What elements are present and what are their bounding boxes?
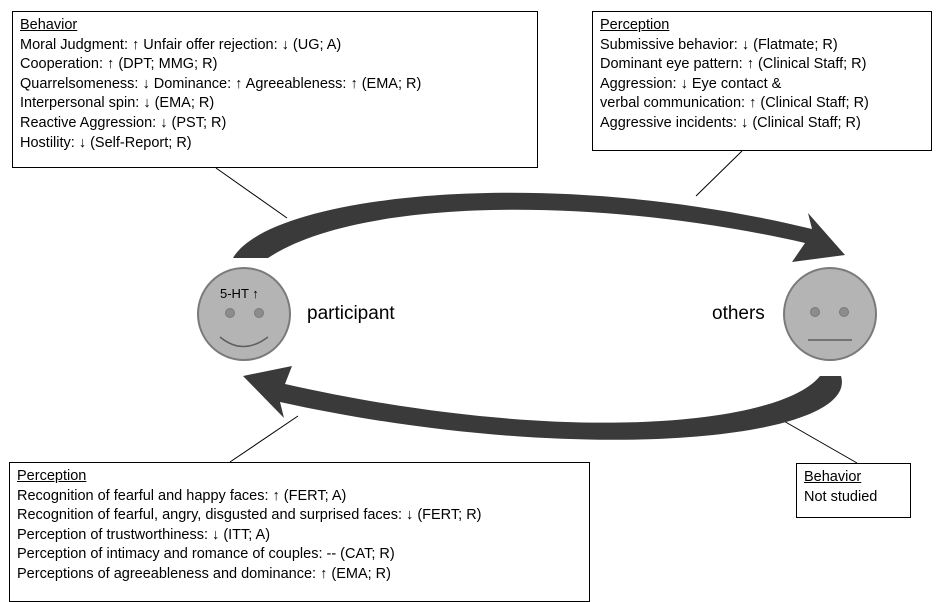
perception-others-line: Aggression: ↓ Eye contact & xyxy=(600,75,782,92)
others-label: others xyxy=(712,303,765,324)
arrow-participant-to-others xyxy=(233,192,845,262)
behavior-participant-title: Behavior xyxy=(20,17,78,33)
behavior-others-title: Behavior xyxy=(804,469,862,485)
behavior-participant-line: Quarrelsomeness: ↓ Dominance: ↑ Agreeabl… xyxy=(20,75,422,92)
participant-right-eye xyxy=(254,308,264,318)
behavior-others-box: Behavior Not studied xyxy=(796,463,911,518)
perception-others-line: Aggressive incidents: ↓ (Clinical Staff;… xyxy=(600,114,861,131)
connector-perception-others xyxy=(695,150,743,197)
others-right-eye xyxy=(839,307,849,317)
perception-others-title: Perception xyxy=(600,17,670,33)
perception-participant-line: Perceptions of agreeableness and dominan… xyxy=(17,565,391,582)
behavior-others-line: Not studied xyxy=(804,488,878,505)
arrow-others-to-participant xyxy=(243,366,842,440)
others-left-eye xyxy=(810,307,820,317)
serotonin-label: 5-HT ↑ xyxy=(220,286,259,301)
others-face xyxy=(783,267,877,361)
behavior-participant-line: Reactive Aggression: ↓ (PST; R) xyxy=(20,114,227,131)
perception-participant-line: Perception of trustworthiness: ↓ (ITT; A… xyxy=(17,526,271,543)
perception-participant-line: Recognition of fearful and happy faces: … xyxy=(17,487,347,504)
perception-others-line: verbal communication: ↑ (Clinical Staff;… xyxy=(600,95,869,112)
participant-label: participant xyxy=(307,303,395,324)
perception-participant-box: Perception Recognition of fearful and ha… xyxy=(9,462,590,602)
perception-others-line: Submissive behavior: ↓ (Flatmate; R) xyxy=(600,36,838,53)
participant-smile xyxy=(219,336,269,348)
behavior-participant-line: Hostility: ↓ (Self-Report; R) xyxy=(20,134,192,151)
perception-others-box: Perception Submissive behavior: ↓ (Flatm… xyxy=(592,11,932,151)
connector-behavior-participant xyxy=(215,167,288,219)
connector-behavior-others xyxy=(781,419,858,464)
perception-participant-line: Perception of intimacy and romance of co… xyxy=(17,546,395,563)
behavior-participant-line: Moral Judgment: ↑ Unfair offer rejection… xyxy=(20,36,342,53)
perception-others-line: Dominant eye pattern: ↑ (Clinical Staff;… xyxy=(600,56,867,73)
perception-participant-line: Recognition of fearful, angry, disgusted… xyxy=(17,507,482,524)
connector-perception-participant xyxy=(229,415,299,463)
participant-left-eye xyxy=(225,308,235,318)
behavior-participant-line: Interpersonal spin: ↓ (EMA; R) xyxy=(20,95,215,112)
behavior-participant-line: Cooperation: ↑ (DPT; MMG; R) xyxy=(20,56,218,73)
behavior-participant-box: Behavior Moral Judgment: ↑ Unfair offer … xyxy=(12,11,538,168)
perception-participant-title: Perception xyxy=(17,468,87,484)
